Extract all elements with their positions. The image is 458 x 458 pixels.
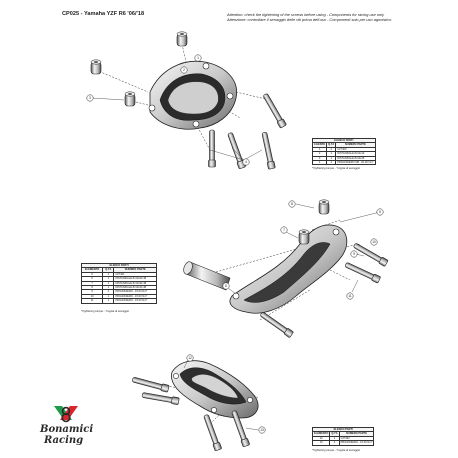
svg-text:10: 10 <box>372 240 376 244</box>
parts-table-1: ELENCO PARTI CLIENTE Q.TÀ NUMERO PARTE 1… <box>311 137 376 166</box>
spacer-part-7 <box>298 229 310 245</box>
svg-text:6: 6 <box>225 284 227 288</box>
svg-text:11: 11 <box>348 294 352 298</box>
bonamici-racing-logo-mark <box>54 406 78 423</box>
callout-6: 6 <box>222 282 230 290</box>
bolt-part-4d <box>261 92 287 129</box>
assembly-frame-slider <box>183 199 389 339</box>
callout-10: 10 <box>370 238 378 246</box>
spacer-part-8 <box>318 199 330 215</box>
callout-13: 13 <box>258 426 266 434</box>
spacer-part-6 <box>183 261 231 291</box>
warning-note-english: Attention: check the tightening of the s… <box>227 12 385 17</box>
bolt-part-9 <box>258 310 294 339</box>
svg-text:9: 9 <box>353 252 355 256</box>
callout-5: 5 <box>376 208 384 216</box>
table-title: ELENCO PARTI <box>311 426 375 433</box>
table-3-footnote: *Tightening torque - *coppia di serraggi… <box>312 449 361 452</box>
svg-text:3: 3 <box>89 96 91 100</box>
table-title: ELENCO PARTI <box>312 137 376 144</box>
callout-8: 8 <box>288 200 296 208</box>
table-2-footnote: *Tightening torque - *coppia di serraggi… <box>81 310 130 313</box>
bolt-part-10 <box>352 241 389 267</box>
logo-wordmark-bonamici: Bonamici <box>40 424 94 435</box>
column-header: ELEMENTO <box>311 431 331 437</box>
assembly-upper-cover <box>90 31 287 170</box>
bolt-part-13a <box>131 375 170 393</box>
parts-table-3: ELENCO PARTI ELEMENTO Q.TÀ NUMERO PARTE … <box>311 426 375 446</box>
svg-text:8: 8 <box>291 202 293 206</box>
assembly-lower-cover <box>131 359 259 452</box>
callout-3: 3 <box>86 94 94 102</box>
column-header: NUMERO PARTE <box>338 431 375 437</box>
table-1-footnote: *Tightening torque - *coppia di serraggi… <box>312 167 361 170</box>
svg-text:1: 1 <box>197 56 199 60</box>
callout-2: 2 <box>180 66 188 74</box>
spacer-part-2b <box>90 59 102 75</box>
parts-table-2: ELENCO PARTI ELEMENTO Q.TÀ NUMERO PARTE … <box>80 262 157 304</box>
part-c27402-cover <box>171 360 259 419</box>
column-header: Q.TÀ <box>102 267 115 273</box>
column-header: Q.TÀ <box>329 431 340 437</box>
column-header: NUMERO PARTE <box>113 267 157 273</box>
callout-7: 7 <box>280 226 288 234</box>
svg-text:7: 7 <box>283 228 285 232</box>
callout-9: 9 <box>350 250 358 258</box>
svg-text:4: 4 <box>245 160 247 164</box>
bolt-part-4c <box>260 131 276 170</box>
document-title: CP025 - Yamaha YZF R6 '06/'18 <box>62 11 145 17</box>
callout-bubbles: 1 2 3 4 5 6 7 8 9 10 11 12 13 <box>86 54 384 434</box>
callout-12: 12 <box>186 354 194 362</box>
column-header: Q.TÀ <box>326 142 337 148</box>
bolt-part-13b <box>141 391 180 406</box>
part-c27401-slider <box>229 224 348 314</box>
svg-text:13: 13 <box>260 428 264 432</box>
table-title: ELENCO PARTI <box>81 262 157 269</box>
callout-1: 1 <box>194 54 202 62</box>
column-header: NUMERO PARTE <box>335 142 376 148</box>
svg-text:2: 2 <box>183 68 185 72</box>
svg-text:5: 5 <box>379 210 381 214</box>
callout-11: 11 <box>346 292 354 300</box>
part-c27400-cover <box>148 60 238 130</box>
spacer-part-3 <box>124 91 136 107</box>
column-header: CLIENTE <box>311 142 328 148</box>
logo-wordmark-racing: Racing <box>44 435 84 446</box>
svg-text:12: 12 <box>188 356 192 360</box>
callout-4: 4 <box>242 158 250 166</box>
warning-note-italian: Attenzione: controllare il serraggio del… <box>227 17 392 22</box>
spacer-part-2 <box>176 31 188 47</box>
bolt-part-13c <box>202 413 223 452</box>
bolt-part-4a <box>208 129 216 168</box>
